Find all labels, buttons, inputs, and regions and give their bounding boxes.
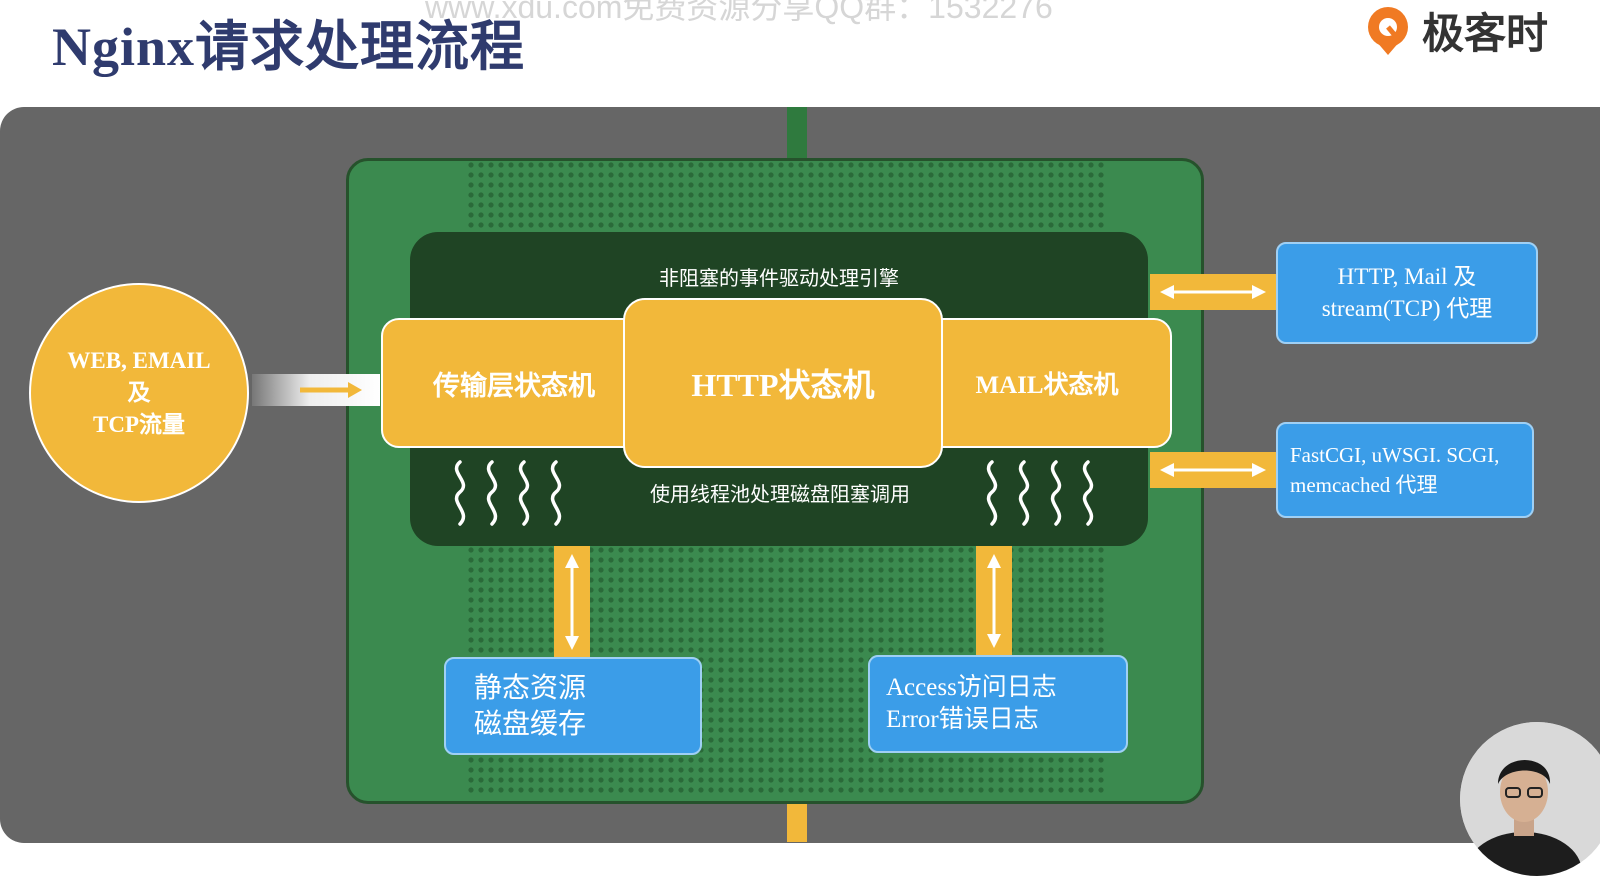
proxy-http-mail-box: HTTP, Mail 及 stream(TCP) 代理 — [1276, 242, 1538, 344]
traffic-source: WEB, EMAIL 及 TCP流量 — [29, 283, 249, 503]
traffic-source-line1: WEB, EMAIL — [67, 348, 211, 373]
connector-top — [787, 107, 807, 162]
brand-logo: 极客时 — [1362, 0, 1548, 61]
engine-label: 非阻塞的事件驱动处理引擎 — [659, 266, 899, 290]
transport-state-machine: 传输层状态机 — [381, 318, 647, 448]
thread-wave-icon-left — [454, 460, 562, 526]
proxy-http-line1: HTTP, Mail 及 — [1337, 264, 1477, 289]
double-arrow-icon — [987, 554, 1001, 648]
mail-state-machine: MAIL状态机 — [922, 318, 1172, 448]
traffic-source-line3: TCP流量 — [93, 412, 185, 437]
logs-line2: Error错误日志 — [886, 706, 1039, 733]
static-line1: 静态资源 — [474, 671, 587, 704]
brand-logo-text: 极客时 — [1422, 9, 1549, 58]
double-arrow-icon — [1160, 285, 1266, 299]
watermark-text: www.xdu.com免费资源分享QQ群：1532276 — [425, 0, 1053, 25]
person-icon — [1460, 722, 1600, 876]
dot-pattern-top — [466, 160, 1106, 236]
inflow-arrow-icon — [300, 382, 362, 398]
logs-line1: Access访问日志 — [886, 674, 1057, 701]
static-line2: 磁盘缓存 — [474, 707, 587, 740]
proxy-http-line2: stream(TCP) 代理 — [1321, 296, 1493, 321]
thread-wave-icon-right — [986, 460, 1094, 526]
thread-pool-label: 使用线程池处理磁盘阻塞调用 — [650, 482, 910, 506]
proxy-cgi-line2: memcached 代理 — [1290, 473, 1438, 497]
proxy-cgi-line1: FastCGI, uWSGI. SCGI, — [1290, 443, 1500, 467]
traffic-source-line2: 及 — [127, 380, 151, 405]
double-arrow-icon — [1160, 463, 1266, 477]
static-resources-box: 静态资源 磁盘缓存 — [444, 657, 702, 755]
connector-bottom — [787, 797, 807, 842]
brand-icon — [1368, 6, 1408, 55]
double-arrow-icon — [565, 554, 579, 650]
presenter-avatar — [1460, 722, 1600, 876]
page-title: Nginx请求处理流程 — [52, 17, 526, 77]
http-state-machine: HTTP状态机 — [623, 298, 943, 468]
proxy-cgi-box: FastCGI, uWSGI. SCGI, memcached 代理 — [1276, 422, 1534, 518]
logs-box: Access访问日志 Error错误日志 — [868, 655, 1128, 753]
